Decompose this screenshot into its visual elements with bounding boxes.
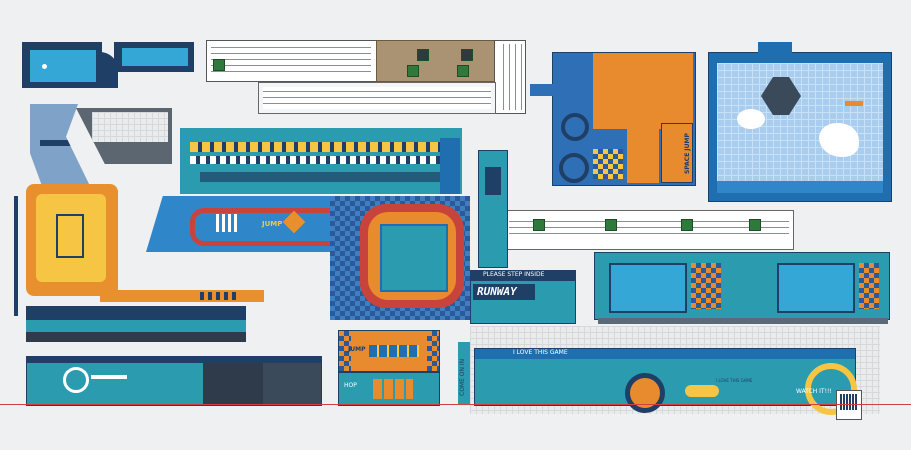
tower-box	[485, 167, 501, 195]
game-header	[475, 349, 855, 359]
walkway-stripes	[263, 87, 491, 109]
space-jump-building	[552, 52, 696, 186]
sj-orange-1	[593, 53, 693, 129]
sky-island-1	[819, 123, 859, 157]
wood-deck	[376, 40, 496, 82]
teal-strip	[26, 320, 246, 332]
deck-plant-1	[407, 65, 419, 77]
sky-island-2	[737, 109, 765, 129]
runway-title-bg	[473, 284, 535, 300]
oval-track	[360, 204, 464, 308]
bl-target	[63, 367, 89, 393]
sign-row	[190, 142, 440, 152]
space-jump-label: SPACE JUMP	[684, 133, 691, 174]
sky-orange-bar	[845, 101, 863, 106]
restaurant-stripe	[40, 140, 80, 146]
baseline	[0, 404, 911, 405]
barcode-sign	[836, 390, 862, 420]
right-walkway	[504, 210, 794, 250]
game-zone: I LOVE THIS GAME	[474, 348, 857, 415]
walkway-table-1	[533, 219, 545, 231]
sj-circle	[561, 113, 589, 141]
runway-header: PLEASE STEP INSIDE	[483, 271, 545, 278]
sky-pool-frame	[708, 52, 892, 202]
terrace-floor	[92, 112, 168, 142]
deck-table-1	[417, 49, 429, 61]
pool-white-dot	[42, 64, 47, 69]
hop-checker-right	[427, 331, 439, 371]
sj-circle-2	[559, 153, 589, 183]
runway-title: RUNWAY	[477, 285, 517, 298]
hop-lower-zone	[338, 372, 440, 406]
come-on-in-label: COME ON IN	[459, 358, 466, 396]
navy-strip-1	[26, 306, 246, 320]
terrace-block	[76, 108, 172, 164]
game-circle-2	[805, 363, 857, 415]
bl-white-bar	[91, 375, 127, 379]
track-maze	[56, 214, 84, 258]
game-pad	[685, 385, 719, 397]
deck-plant-2	[457, 65, 469, 77]
walkway-table-2	[605, 219, 617, 231]
jump-track-label: JUMP	[262, 220, 283, 228]
pool-area	[22, 42, 194, 88]
teal-plaza	[180, 128, 462, 194]
jump-zone	[146, 196, 356, 252]
oval-pitch	[380, 224, 448, 292]
side-stripes	[498, 44, 522, 110]
walkway-table-3	[681, 219, 693, 231]
plaza-bench-row	[200, 172, 440, 182]
love-game-label: I LOVE THIS GAME	[513, 349, 568, 356]
jump-lanes	[216, 214, 240, 232]
bl-navy-top	[27, 357, 321, 363]
oval-inner	[368, 212, 456, 300]
blue-strip	[440, 138, 460, 194]
barcode	[840, 394, 858, 410]
hop-squares	[369, 345, 419, 357]
bl-dark-court-2	[263, 363, 321, 405]
courts-shadow	[598, 318, 888, 324]
track-tail-arrows	[200, 292, 240, 300]
court-patch-2	[859, 263, 879, 309]
deck-table-2	[461, 49, 473, 61]
hop-checker-left	[339, 331, 351, 371]
pool-water-left	[30, 50, 96, 82]
hop-label: HOP	[344, 382, 357, 389]
right-courts	[594, 252, 890, 320]
teal-tower	[478, 150, 508, 268]
navy-strip-2	[26, 332, 246, 342]
building-stripes	[211, 45, 371, 77]
sj-orange-2	[627, 129, 659, 183]
sj-right-panel	[661, 123, 693, 183]
game-circle-1	[625, 373, 665, 413]
track-left-pole	[14, 196, 18, 316]
court-1	[609, 263, 687, 313]
sj-check	[593, 149, 623, 179]
court-2	[777, 263, 855, 313]
yellow-track-inner	[36, 194, 106, 282]
come-column: COME ON IN	[458, 342, 470, 404]
sign-row-2	[190, 156, 440, 164]
pool-connector	[98, 52, 118, 88]
hop-orange-squares	[373, 379, 413, 399]
pool-water-right	[122, 48, 188, 66]
sky-bottom-rim	[717, 181, 883, 193]
sky-pool-tab	[758, 42, 792, 54]
watch-it-label: WATCH IT!!!	[796, 388, 832, 395]
gray-walkway	[258, 82, 496, 114]
walkway-table-4	[749, 219, 761, 231]
love-game-small-label: I LOVE THIS GAME	[716, 378, 753, 383]
court-patch-1	[691, 263, 721, 309]
hopscotch-zone	[338, 330, 440, 372]
bottom-left-block	[26, 356, 322, 406]
sj-connector	[530, 84, 554, 96]
striped-building	[206, 40, 378, 82]
hop-jump-label: JUMP	[348, 346, 366, 353]
runway-panel: PLEASE STEP INSIDE RUNWAY	[470, 270, 576, 324]
runway-header-bar	[471, 271, 575, 281]
deck-side-strip	[494, 40, 526, 114]
plant-marker	[213, 59, 225, 71]
right-walkway-stripes	[509, 221, 789, 239]
